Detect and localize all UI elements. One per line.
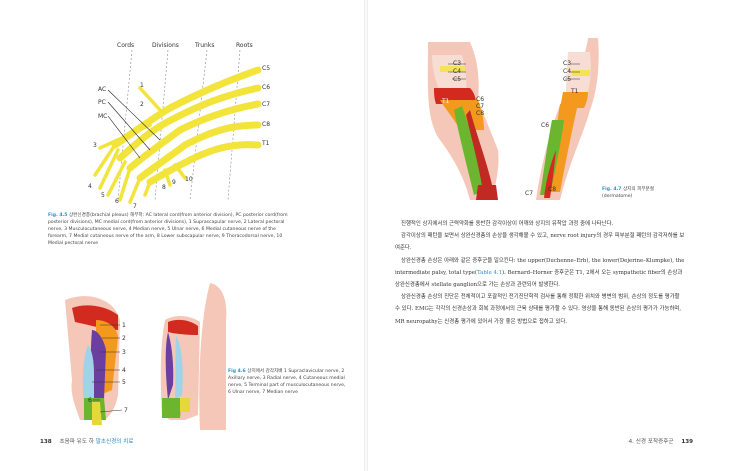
sensory-num-2: 2: [122, 335, 126, 342]
cord-pc: PC: [98, 99, 106, 106]
right-footer: 4. 신경 포착증후군 139: [629, 437, 693, 445]
derm-left-c3: C3: [453, 60, 462, 67]
header-trunks: Trunks: [195, 42, 215, 49]
sensory-num-6: 6: [88, 397, 92, 404]
paragraph-2: 감각이상의 패턴을 보면서 상완신경총의 손상을 생각해볼 수 있고, nerv…: [395, 233, 685, 252]
nerve-num-9: 9: [172, 179, 176, 186]
right-chapter-title: 4. 신경 포착증후군: [628, 439, 674, 445]
paragraph-3-start: 상완신경총 손상은 아래와 같은 증후군을 일으킨다: the upper(Du…: [395, 257, 685, 276]
paragraph-3-end: ). Bernard–Horner 증후군은 T1, 2에서 오는 sympat…: [395, 269, 683, 289]
nerve-num-5: 5: [101, 192, 105, 199]
derm-left-c4: C4: [453, 68, 462, 75]
header-divisions: Divisions: [152, 42, 179, 49]
fig-4-7-label: Fig. 4.7: [602, 187, 622, 192]
nerve-num-4: 4: [88, 183, 92, 190]
cord-ac: AC: [98, 86, 107, 93]
root-c7: C7: [262, 101, 271, 108]
header-roots: Roots: [236, 42, 253, 49]
left-book-series: 초음파 유도 하: [59, 439, 94, 445]
derm-right-c4: C4: [563, 68, 572, 75]
fig-4-5-caption-text: 상완신경총(brachial plexus) 해부학: AC lateral c…: [48, 213, 288, 246]
root-c8: C8: [262, 121, 271, 128]
left-book-title: 말초신경의 치료: [95, 439, 134, 445]
body-text: 진행적인 상지에서의 근력약화를 동반한 감각이상이 어깨와 상지의 유착압 과…: [395, 218, 685, 328]
book-gutter: [364, 0, 368, 471]
brachial-plexus-drawing: [93, 49, 262, 204]
right-page-number: 139: [681, 439, 693, 445]
derm-right-t1: T1: [571, 88, 579, 95]
fig-4-6-caption-text: 상지에서 감각지배 1 Supraclavicular nerve, 2 Axi…: [228, 369, 346, 395]
fig-4-7-caption-sub: (dermatome): [602, 194, 633, 199]
nerve-num-2: 2: [140, 101, 144, 108]
root-t1: T1: [262, 140, 270, 147]
fig-4-6-label: Fig 4.6: [228, 369, 246, 374]
left-footer: 138 초음파 유도 하 말초신경의 치료: [40, 437, 134, 445]
fig-4-5-caption: Fig. 4.5 상완신경총(brachial plexus) 해부학: AC …: [48, 212, 293, 247]
sensory-num-1: 1: [122, 322, 126, 329]
derm-left-c7: C7: [476, 103, 485, 110]
derm-left-c8: C8: [476, 110, 485, 117]
root-c5: C5: [262, 65, 271, 72]
root-c6: C6: [262, 84, 271, 91]
right-page: [366, 0, 733, 471]
nerve-num-8: 8: [162, 184, 166, 191]
derm-right-c7: C7: [525, 190, 534, 197]
fig-4-5-label: Fig. 4.5: [48, 213, 68, 218]
nerve-num-6: 6: [115, 198, 119, 205]
nerve-num-3: 3: [93, 142, 97, 149]
sensory-arm-drawing: [65, 283, 227, 430]
fig-4-6-caption: Fig 4.6 상지에서 감각지배 1 Supraclavicular nerv…: [228, 368, 348, 396]
sensory-num-5: 5: [122, 379, 126, 386]
derm-right-c5: C5: [563, 76, 572, 83]
left-page-number: 138: [40, 439, 52, 445]
fig-4-7-caption-text: 상지의 피부분절: [622, 187, 654, 192]
fig-4-7-caption: Fig. 4.7 상지의 피부분절 (dermatome): [602, 186, 712, 200]
header-cords: Cords: [117, 42, 135, 49]
sensory-num-7: 7: [124, 407, 128, 414]
paragraph-3: 상완신경총 손상은 아래와 같은 증후군을 일으킨다: the upper(Du…: [395, 255, 685, 292]
sensory-num-3: 3: [122, 349, 126, 356]
nerve-num-10: 10: [185, 176, 193, 183]
paragraph-1: 진행적인 상지에서의 근력약화를 동반한 감각이상이 어깨와 상지의 유착압 과…: [401, 221, 614, 227]
derm-left-t1: T1: [442, 98, 450, 105]
derm-left-c6: C6: [476, 96, 485, 103]
nerve-num-7: 7: [133, 203, 137, 210]
derm-right-c6: C6: [541, 122, 550, 129]
derm-right-c8: C8: [548, 186, 557, 193]
derm-right-c3: C3: [563, 60, 572, 67]
table-4-1-link[interactable]: Table 4.1: [477, 269, 503, 276]
paragraph-4: 상완신경총 손상의 진단은 전체적이고 포괄적인 전기진단학적 검사를 통해 정…: [395, 294, 682, 325]
sensory-num-4: 4: [122, 367, 126, 374]
derm-left-c5: C5: [453, 76, 462, 83]
cord-mc: MC: [98, 113, 108, 120]
nerve-num-1: 1: [140, 82, 144, 89]
